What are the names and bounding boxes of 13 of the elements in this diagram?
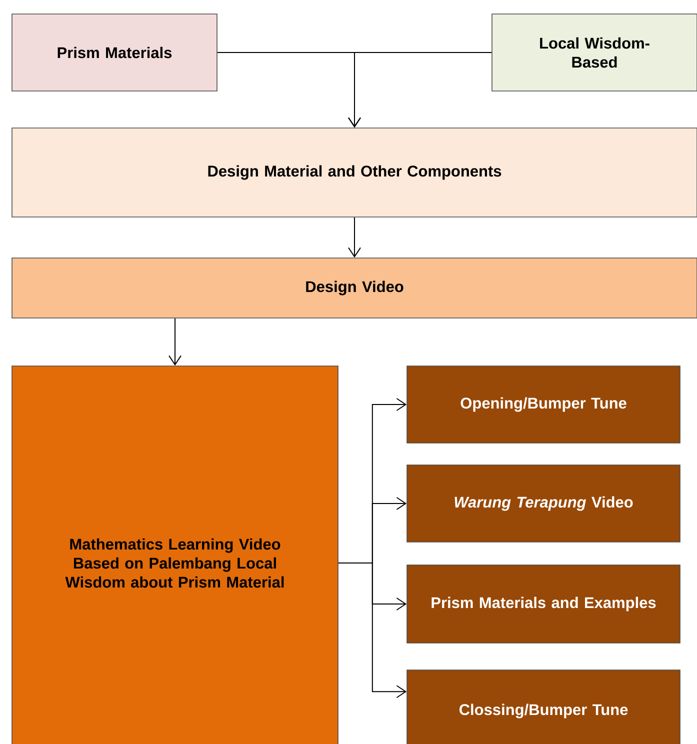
arrow [348,52,492,128]
input-box: Local Wisdom-Based [492,14,697,92]
process-box: Design Material and Other Components [12,128,697,218]
arrow [168,318,182,366]
part-box: Warung Terapung Video [406,464,680,542]
part-box: Opening/Bumper Tune [406,366,680,444]
part-box: Clossing/Bumper Tune [406,670,680,744]
process-box: Design Video [12,258,697,318]
arrow [338,562,407,698]
product-box: Mathematics Learning Video Based on Palembang Local Wisdom about Prism Material [12,366,338,744]
input-box: Prism Materials [12,14,218,92]
arrow [348,216,361,258]
part-box: Prism Materials and Examples [406,564,680,644]
